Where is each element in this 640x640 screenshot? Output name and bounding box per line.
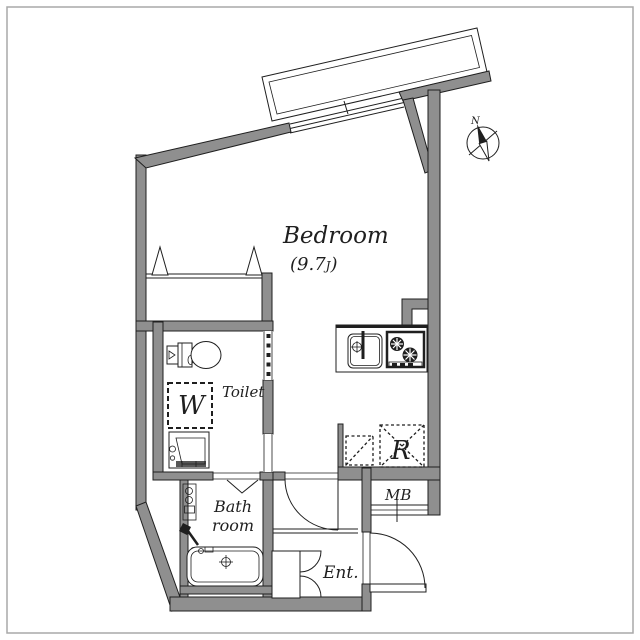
bedroom-area-label: (9.7J) <box>290 254 338 275</box>
entry-lower-stub <box>361 583 372 612</box>
kitchen-sink-icon <box>347 331 383 369</box>
compass-north-label: N <box>470 116 481 127</box>
entry-door-leaf <box>369 583 427 593</box>
washroom-sliding-door <box>263 331 273 380</box>
washroom-lower-opening <box>263 434 273 472</box>
washroom-right-wall <box>262 379 274 435</box>
left-wall <box>135 154 147 511</box>
balcony <box>261 27 488 122</box>
bathroom-door <box>213 472 260 494</box>
toilet-room-label: Toilet <box>222 383 265 401</box>
closet-bottom-wall <box>135 320 274 332</box>
hall-door-jamb <box>272 471 286 481</box>
left-slant-wall <box>135 501 182 613</box>
image-border <box>6 6 634 634</box>
refrigerator-space: R <box>379 424 425 468</box>
door-swing-arc <box>369 532 426 589</box>
kitchen-counter <box>335 324 428 373</box>
window-tick <box>343 100 349 115</box>
entry-side-wall <box>361 467 372 533</box>
equipment-space <box>345 435 374 466</box>
bathroom-bottom-wall <box>179 585 274 595</box>
bathroom-label-line2: room <box>212 516 254 535</box>
bathtub-icon <box>186 546 264 587</box>
meter-box: MB <box>370 486 429 522</box>
bathroom-label-line1: Bath <box>213 497 252 516</box>
fridge-stub-wall <box>337 423 344 468</box>
bedroom-label: Bedroom <box>282 223 389 249</box>
entrance-label: Ent. <box>322 563 359 583</box>
closet-right-wall <box>261 272 273 322</box>
washing-machine-label: W <box>178 391 207 421</box>
washroom-bottom-corner <box>259 471 274 481</box>
toilet-icon <box>166 341 222 369</box>
pipe-duct-inner <box>411 308 429 326</box>
unit-bottom-wall <box>169 596 372 612</box>
entry-door <box>362 532 427 593</box>
refrigerator-label: R <box>390 436 411 466</box>
closet <box>146 245 263 279</box>
window <box>289 97 405 134</box>
entrance-area: Ent. <box>271 528 427 599</box>
hall-top-wall <box>337 466 441 481</box>
vanity-icon <box>168 431 210 469</box>
washing-machine-space: W <box>167 382 213 429</box>
compass-north-icon: N <box>466 116 500 162</box>
stove-icon <box>385 330 426 369</box>
door-swing-arc <box>284 478 339 531</box>
top-sloped-wall <box>133 122 292 169</box>
right-wall <box>427 89 441 516</box>
northeast-sloped-wall <box>398 70 492 102</box>
shoe-cabinet-icon <box>271 550 322 599</box>
meter-box-label: MB <box>384 486 411 504</box>
closet-door-mark-icon <box>245 245 263 276</box>
hall-door <box>284 472 339 531</box>
walls <box>133 70 492 613</box>
washroom-left-wall <box>152 321 164 481</box>
closet-door-mark-icon <box>151 245 169 276</box>
washroom-bottom-wall <box>152 471 214 481</box>
